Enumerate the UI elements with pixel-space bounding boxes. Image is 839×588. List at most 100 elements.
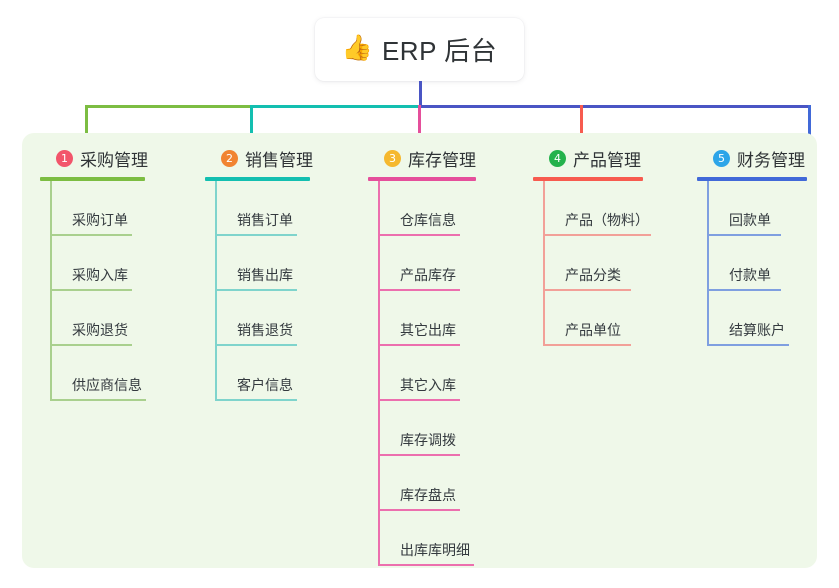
root-title: ERP 后台 [381,36,498,66]
branch-item-label: 库存调拨 [400,432,456,448]
branch-item-rule [707,289,781,291]
branch-item[interactable]: 销售退货 [215,291,313,346]
branch-header-rule [40,177,145,181]
connector-bar-segment-1 [85,105,252,108]
branch-number-badge: 1 [56,149,73,167]
branch-item-rule [378,344,460,346]
branch-item-rule [215,289,297,291]
branch-item-label: 销售订单 [237,212,293,228]
branch-item-rule [378,509,460,511]
branch-column-1[interactable]: 1 采购管理采购订单采购入库采购退货供应商信息 [40,146,148,401]
connector-drop-2 [250,105,253,147]
branch-item-rule [215,344,297,346]
branch-column-5[interactable]: 5 财务管理回款单付款单结算账户 [697,146,807,346]
branch-item[interactable]: 供应商信息 [50,346,148,401]
branch-spine [707,181,709,346]
branch-item-rule [215,399,297,401]
branch-header-rule [533,177,643,181]
branch-item-rule [378,564,474,566]
branch-title: 采购管理 [80,150,148,170]
branch-item[interactable]: 采购退货 [50,291,148,346]
branch-item[interactable]: 仓库信息 [378,181,476,236]
branch-item[interactable]: 出库库明细 [378,511,476,566]
branch-item-rule [215,234,297,236]
branch-item-label: 回款单 [729,212,771,228]
connector-drop-5 [808,105,811,147]
branch-item-rule [378,234,460,236]
connector-bar-segment-2 [250,105,420,108]
branch-item-rule [543,234,651,236]
branch-column-2[interactable]: 2 销售管理销售订单销售出库销售退货客户信息 [205,146,313,401]
branch-item-label: 产品单位 [565,322,621,338]
branch-item[interactable]: 客户信息 [215,346,313,401]
branch-item-label: 产品（物料） [565,212,649,228]
branch-item[interactable]: 产品（物料） [543,181,651,236]
branch-item[interactable]: 产品库存 [378,236,476,291]
branch-item[interactable]: 销售订单 [215,181,313,236]
branch-item-rule [543,289,631,291]
branch-title: 财务管理 [737,150,805,170]
branch-item[interactable]: 采购入库 [50,236,148,291]
connector-drop-4 [580,105,583,147]
branch-item[interactable]: 其它入库 [378,346,476,401]
connector-drop-3 [418,105,421,147]
branch-item-list: 销售订单销售出库销售退货客户信息 [215,181,313,401]
branch-item-rule [50,344,132,346]
branch-header-rule [697,177,807,181]
connector-bar-segment-3 [418,105,810,108]
branch-spine [543,181,545,346]
branch-item[interactable]: 采购订单 [50,181,148,236]
branch-item[interactable]: 付款单 [707,236,807,291]
branch-spine [215,181,217,401]
branch-item[interactable]: 结算账户 [707,291,807,346]
branch-item-label: 仓库信息 [400,212,456,228]
branch-item-label: 出库库明细 [400,542,470,558]
branch-item[interactable]: 产品单位 [543,291,643,346]
branch-item-rule [378,399,460,401]
branch-number-badge: 5 [713,149,730,167]
branch-item-rule [543,344,631,346]
branch-item-label: 采购入库 [72,267,128,283]
branch-item-label: 采购退货 [72,322,128,338]
branch-header-rule [368,177,476,181]
branch-item-label: 销售出库 [237,267,293,283]
branch-item-label: 其它出库 [400,322,456,338]
branch-title: 销售管理 [245,150,313,170]
branch-item-label: 供应商信息 [72,377,142,393]
branch-header-5[interactable]: 5 财务管理 [697,146,807,170]
branch-item-label: 产品库存 [400,267,456,283]
branch-item-label: 结算账户 [729,322,785,338]
branch-item[interactable]: 产品分类 [543,236,643,291]
branch-item-list: 回款单付款单结算账户 [707,181,807,346]
branch-item-label: 产品分类 [565,267,621,283]
branch-number-badge: 2 [221,149,238,167]
branch-item[interactable]: 销售出库 [215,236,313,291]
branch-item-rule [50,399,146,401]
branch-number-badge: 3 [384,149,401,167]
connector-drop-1 [85,105,88,147]
branch-item[interactable]: 回款单 [707,181,807,236]
branch-item-rule [378,454,460,456]
branch-item-label: 客户信息 [237,377,293,393]
branch-header-1[interactable]: 1 采购管理 [40,146,148,170]
branches-panel [22,133,817,568]
branch-item-rule [707,344,789,346]
branch-item-rule [50,289,132,291]
branch-item-label: 销售退货 [237,322,293,338]
branch-item-list: 采购订单采购入库采购退货供应商信息 [50,181,148,401]
branch-item[interactable]: 库存盘点 [378,456,476,511]
branch-spine [378,181,380,566]
branch-item-label: 其它入库 [400,377,456,393]
root-node[interactable]: 👍 ERP 后台 [315,18,524,81]
thumbs-up-emoji: 👍 [341,34,373,62]
branch-item-list: 产品（物料） 产品分类产品单位 [543,181,651,346]
branch-spine [50,181,52,401]
branch-header-2[interactable]: 2 销售管理 [205,146,313,170]
branch-item[interactable]: 其它出库 [378,291,476,346]
branch-item[interactable]: 库存调拨 [378,401,476,456]
